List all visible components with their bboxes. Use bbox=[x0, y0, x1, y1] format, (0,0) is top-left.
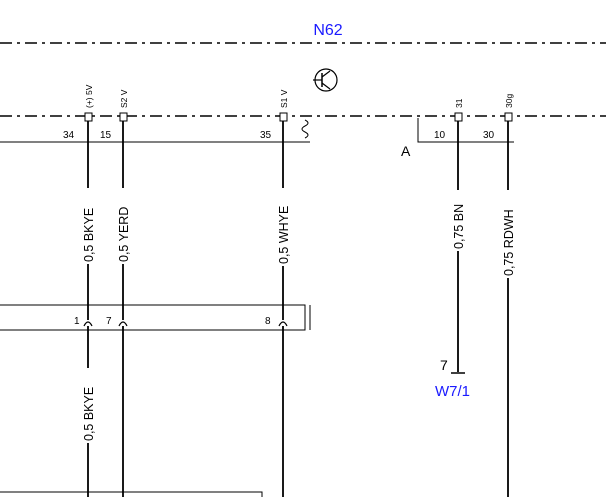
pin-signal-15: S2 V bbox=[119, 89, 129, 108]
mid-socket-8 bbox=[278, 321, 288, 327]
mid-socket-7 bbox=[118, 321, 128, 327]
pin-terminal-34 bbox=[84, 112, 93, 122]
pin-terminal-10 bbox=[454, 112, 463, 122]
pin-signal-10: 31 bbox=[454, 98, 464, 108]
pin-number-10: 10 bbox=[434, 130, 446, 141]
bottom-connector-frame bbox=[0, 491, 263, 497]
transistor-icon bbox=[313, 68, 338, 92]
ground-name: W7/1 bbox=[435, 383, 470, 400]
mid-pin-7: 7 bbox=[106, 316, 112, 327]
pin-number-35: 35 bbox=[260, 130, 272, 141]
mid-pin-1: 1 bbox=[74, 316, 80, 327]
wire-label-1: 0,5 BKYE bbox=[82, 208, 96, 262]
wire-label-2: 0,5 YERD bbox=[117, 207, 131, 262]
pin-number-34: 34 bbox=[63, 130, 75, 141]
pin-signal-30: 30g bbox=[504, 94, 514, 108]
wire-label-6: 0,5 BKYE bbox=[82, 387, 96, 441]
wire-label-5: 0,75 RDWH bbox=[502, 209, 516, 276]
pin-number-30: 30 bbox=[483, 130, 495, 141]
connector-frame-right bbox=[417, 118, 514, 143]
pin-terminal-15 bbox=[119, 112, 128, 122]
pin-signal-34: (+) 5V bbox=[84, 84, 94, 108]
coil-icon bbox=[301, 119, 309, 139]
pin-terminal-35 bbox=[279, 112, 288, 122]
ground-pin: 7 bbox=[440, 357, 448, 373]
wire-label-3: 0,5 WHYE bbox=[277, 206, 291, 264]
pin-number-15: 15 bbox=[100, 130, 112, 141]
mid-connector-frame bbox=[0, 304, 306, 331]
pin-terminal-30 bbox=[504, 112, 513, 122]
pin-signal-35: S1 V bbox=[279, 89, 289, 108]
mid-pin-8: 8 bbox=[265, 316, 271, 327]
mid-socket-1 bbox=[83, 321, 93, 327]
module-name: N62 bbox=[313, 22, 342, 39]
wire-label-4: 0,75 BN bbox=[452, 204, 466, 249]
connector-label: A bbox=[401, 143, 411, 159]
